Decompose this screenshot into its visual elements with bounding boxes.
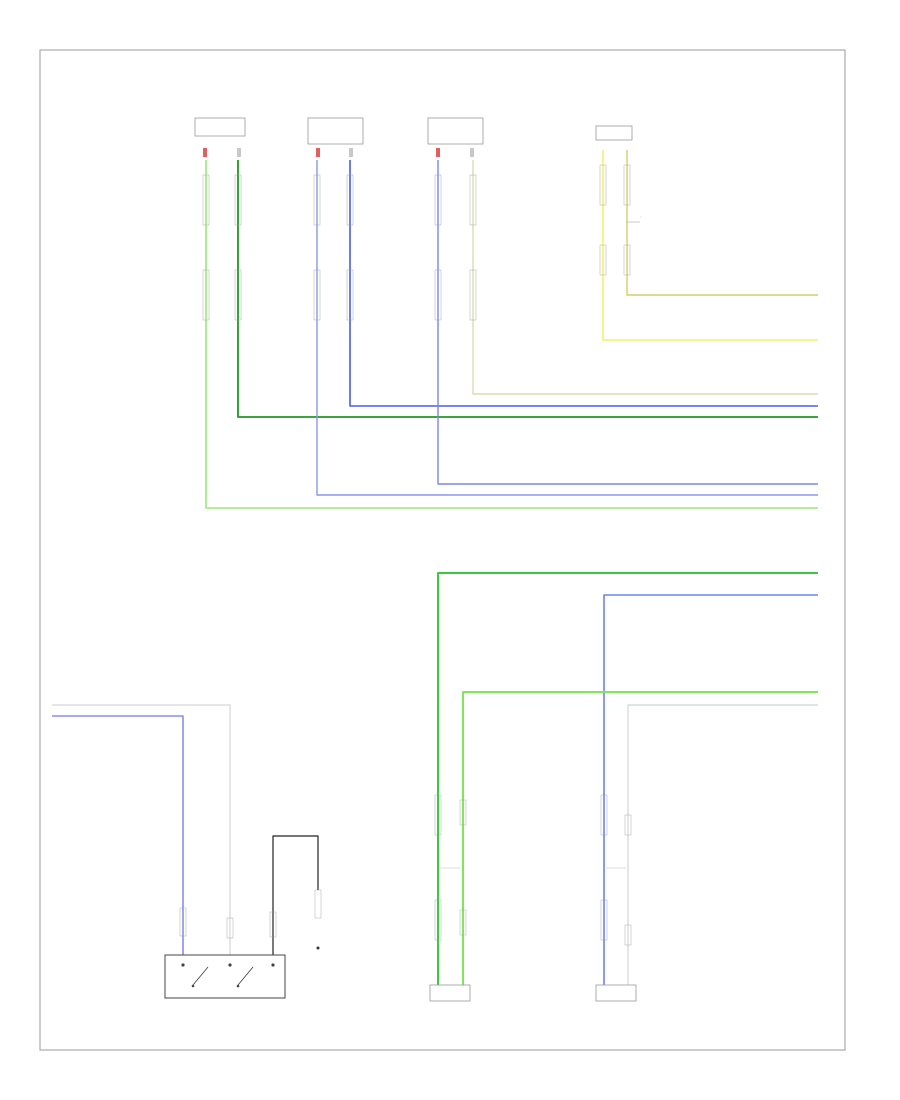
wire-rr-blu-wht [603,594,818,985]
bottom-wiring [52,572,818,985]
right-rear-speaker-connector [595,984,637,1002]
wire-lf-grn-blk [237,160,818,418]
wire-center-wht-blk [472,160,818,395]
wire-sw-blu [52,715,184,955]
diagram-frame [39,49,846,1051]
pin-switch-1: · [48,705,49,709]
wire-rr-wht [627,704,818,985]
bottom-right-labels: · · [824,573,825,599]
bottom-wire-tags [179,794,632,946]
wire-sw-gnd [272,835,319,955]
right-rear-speaker-component [595,984,637,1002]
wire-module-yel [602,150,818,341]
switch-assembly-body [164,954,286,999]
left-rear-speaker-component [429,984,471,1002]
right-front-speaker-connector [307,117,364,145]
left-front-speaker-pin-2 [237,148,241,157]
pin-yel: · [824,340,825,344]
top-wiring [205,150,818,509]
center-speaker-component [427,117,484,157]
wire-lr-lt-grn-2 [462,691,818,985]
ground-terminal [316,946,320,950]
right-front-speaker-pin-1 [316,148,320,157]
center-speaker-connector [427,117,484,145]
pin-lt-grn-2: · [824,573,825,577]
top-wire-tags [202,164,631,321]
wire-lf-lt-grn [205,160,818,509]
wire-lr-lt-grn [437,572,818,985]
pin-yel-gry: · [824,295,825,299]
wire-sw-gry [52,704,231,955]
right-front-speaker-pin-2 [349,148,353,157]
pin-switch-2: · [48,717,49,721]
wire-center-wht-blu [437,160,818,485]
module-ground-label: ◦ [640,215,642,219]
switch-contact-2 [237,966,254,986]
pin-blu-wht-2: · [824,595,825,599]
left-front-speaker-connector [194,117,246,137]
switch-contact-1 [192,966,209,986]
wire-rf-blu-wht [316,160,818,496]
left-front-speaker-component [194,117,246,157]
switch-wire-labels: · · [48,705,49,721]
center-speaker-pin-2 [470,148,474,157]
top-right-labels: · · [824,295,825,344]
ground-module-component [314,889,322,950]
center-speaker-pin-1 [436,148,440,157]
left-front-speaker-pin-1 [203,148,207,157]
left-rear-speaker-connector [429,984,471,1002]
switch-assembly-component [164,954,286,999]
wire-module-yel-gry [626,150,818,296]
wire-rf-blu-blk [349,160,818,407]
right-front-speaker-component [307,117,364,157]
front-speaker-module-component: ◦ [595,125,642,223]
front-speaker-module-connector [595,125,633,141]
